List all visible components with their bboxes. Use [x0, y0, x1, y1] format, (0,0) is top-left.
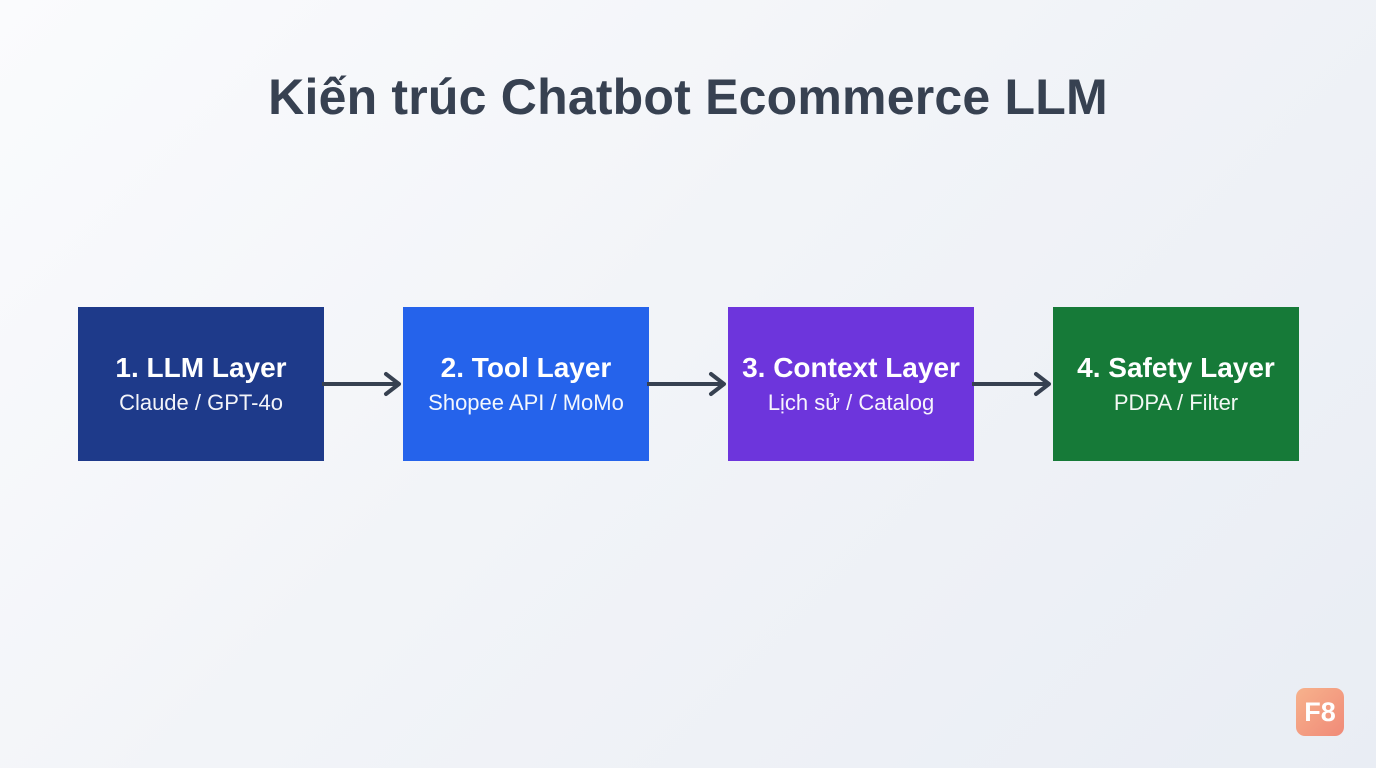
tool-layer-box: 2. Tool Layer Shopee API / MoMo — [403, 307, 649, 461]
arrow-right-icon — [972, 372, 1051, 396]
arrow-right-icon — [322, 372, 401, 396]
safety-layer-title: 4. Safety Layer — [1077, 352, 1275, 383]
context-layer-box: 3. Context Layer Lịch sử / Catalog — [728, 307, 974, 461]
context-layer-subtitle: Lịch sử / Catalog — [767, 390, 935, 415]
llm-layer-subtitle: Claude / GPT-4o — [119, 390, 283, 415]
safety-layer-box: 4. Safety Layer PDPA / Filter — [1053, 307, 1299, 461]
f8-logo: F8 — [1296, 688, 1344, 736]
arrow-right-icon — [647, 372, 726, 396]
llm-layer-title: 1. LLM Layer — [115, 352, 287, 383]
tool-layer-title: 2. Tool Layer — [440, 352, 612, 383]
safety-layer-subtitle: PDPA / Filter — [1113, 390, 1239, 415]
tool-layer-subtitle: Shopee API / MoMo — [428, 390, 624, 415]
page-title: Kiến trúc Chatbot Ecommerce LLM — [268, 69, 1108, 125]
context-layer-title: 3. Context Layer — [742, 352, 960, 383]
llm-layer-box: 1. LLM Layer Claude / GPT-4o — [78, 307, 324, 461]
